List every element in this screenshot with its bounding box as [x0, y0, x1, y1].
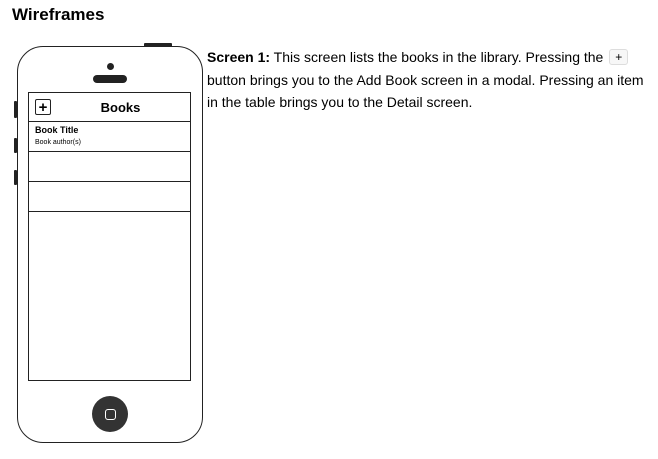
table-row[interactable]: Book Title Book author(s) — [29, 122, 190, 152]
description-text-part2: button brings you to the Add Book screen… — [207, 71, 644, 111]
home-square-icon — [104, 408, 116, 420]
phone-home-button — [92, 396, 128, 432]
phone-mute-switch — [14, 101, 17, 118]
screen-label: Screen 1: — [207, 49, 271, 65]
description-text-part1: This screen lists the books in the libra… — [270, 49, 608, 65]
add-book-button[interactable]: + — [35, 99, 51, 115]
page-title: Wireframes — [12, 5, 105, 24]
table-row[interactable] — [29, 152, 190, 182]
phone-power-button — [144, 43, 172, 47]
inline-plus-icon: + — [609, 49, 629, 65]
phone-screen: + Books Book Title Book author(s) — [28, 92, 191, 381]
nav-bar: + Books — [29, 93, 190, 122]
nav-title: Books — [100, 100, 141, 115]
phone-volume-up-button — [14, 138, 17, 153]
phone-camera — [107, 63, 114, 70]
book-authors: Book author(s) — [35, 139, 81, 146]
screen-description: Screen 1: This screen lists the books in… — [207, 46, 647, 114]
phone-speaker — [93, 75, 127, 83]
phone-volume-down-button — [14, 170, 17, 185]
book-title: Book Title — [35, 125, 79, 135]
table-row[interactable] — [29, 182, 190, 212]
plus-icon: + — [38, 98, 48, 116]
